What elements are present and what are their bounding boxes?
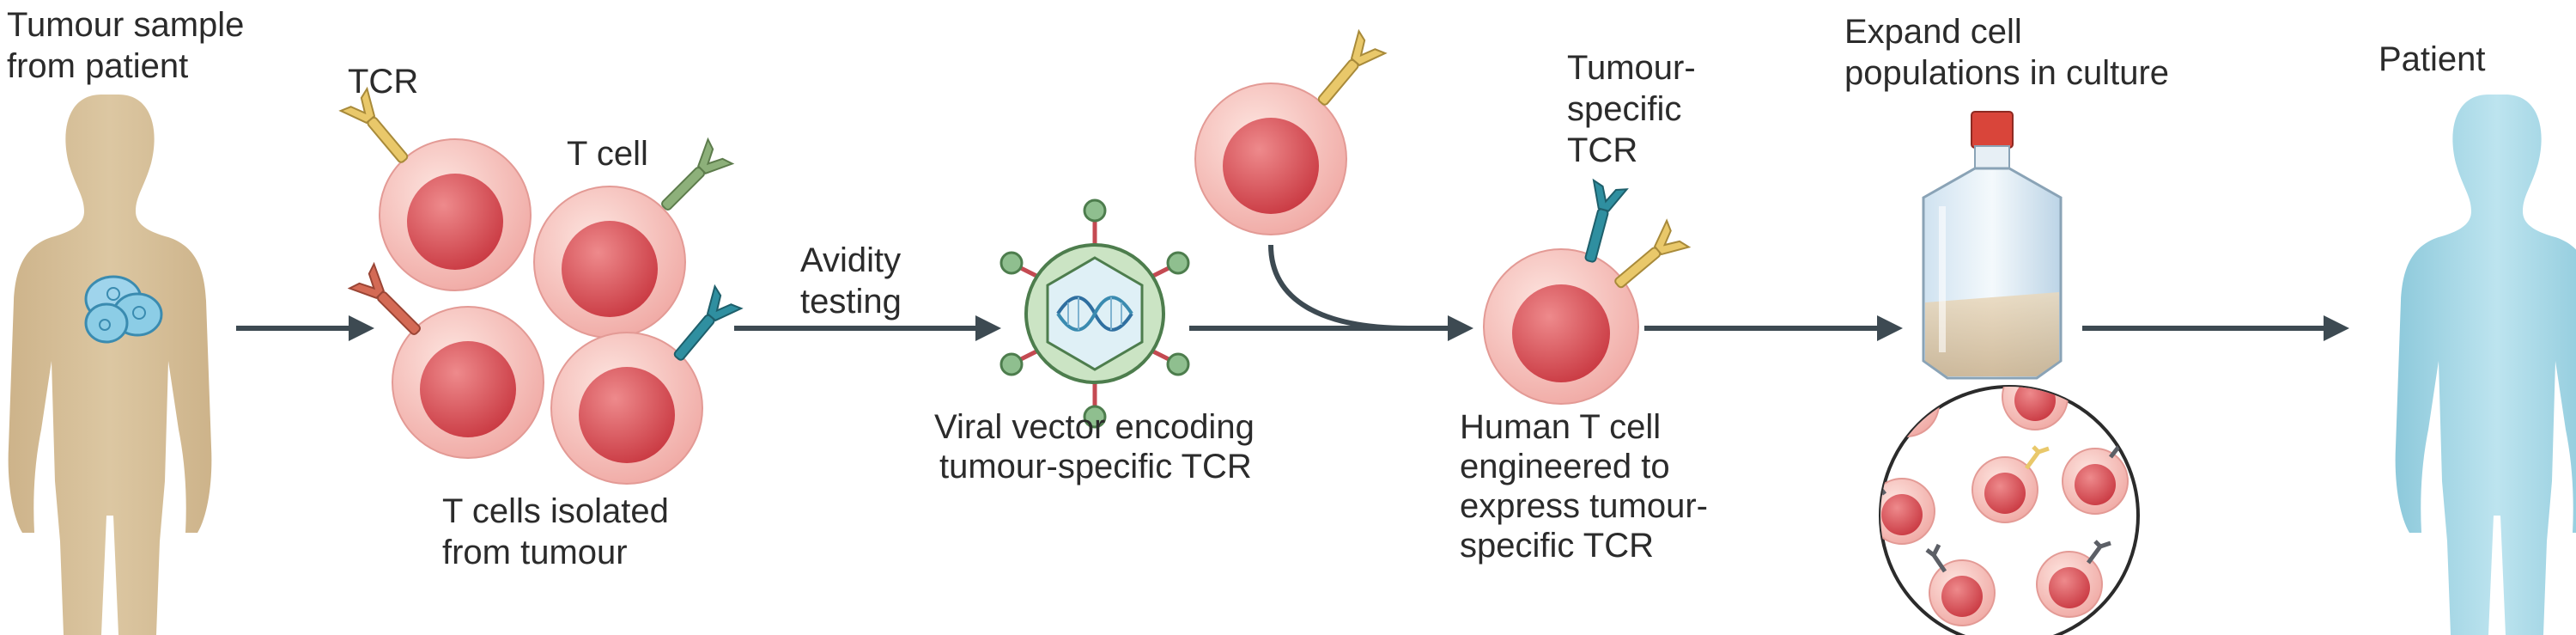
t-cell	[392, 306, 544, 459]
culture-cell	[1880, 478, 1935, 545]
label-avidity-line1: Avidity	[800, 241, 901, 279]
virus-spike-heads	[999, 198, 1190, 429]
label-avidity-line2: testing	[800, 283, 902, 321]
label-t-cell: T cell	[567, 135, 648, 173]
label-patient: Patient	[2379, 40, 2486, 78]
label-t-cells-isolated-line2: from tumour	[442, 534, 628, 571]
culture-cell	[1880, 387, 1940, 437]
arrow-tcell-curve	[1268, 244, 1409, 331]
tcr-receptor-yellow	[1317, 28, 1388, 106]
label-tcr: TCR	[348, 63, 418, 101]
label-tumour-sample-line2: from patient	[7, 47, 188, 85]
dna-helix	[1056, 296, 1133, 332]
label-engineered-line3: express tumour-	[1460, 487, 1708, 525]
tcr-receptor-green	[661, 137, 735, 211]
label-tumour-specific-tcr-line3: TCR	[1567, 131, 1637, 169]
t-cell-cluster	[338, 86, 744, 485]
label-engineered-line1: Human T cell	[1460, 408, 1661, 446]
culture-cell	[1971, 456, 2038, 523]
flask-medium	[1925, 292, 2059, 376]
diagram-labels: Tumour sample from patient TCR T cell T …	[7, 6, 2486, 571]
tumour-cells	[84, 275, 163, 344]
t-cell	[550, 332, 703, 485]
viral-vector	[999, 198, 1190, 429]
engineered-t-cell	[1483, 178, 1692, 405]
label-tumour-specific-tcr-line1: Tumour-	[1567, 49, 1696, 87]
culture-magnified-view	[1879, 385, 2140, 635]
t-cell	[379, 138, 532, 291]
label-engineered-line2: engineered to	[1460, 448, 1670, 485]
tcr-receptor-yellow	[338, 86, 409, 163]
culture-cell	[1929, 559, 1996, 626]
donor-body-shape	[8, 95, 212, 635]
flask-cap	[1971, 111, 2014, 149]
incoming-t-cell	[1194, 28, 1388, 235]
label-viral-vector-line1: Viral vector encoding	[934, 408, 1255, 446]
label-tumour-sample-line1: Tumour sample	[7, 6, 244, 44]
label-tumour-specific-tcr-line2: specific	[1567, 90, 1681, 128]
tcr-receptor-teal	[673, 284, 744, 361]
culture-cell	[2062, 448, 2129, 515]
label-viral-vector-line2: tumour-specific TCR	[939, 448, 1252, 485]
tcr-receptor-yellow	[1614, 218, 1692, 289]
process-arrows	[236, 244, 2349, 341]
label-engineered-line4: specific TCR	[1460, 527, 1654, 565]
t-cell	[533, 186, 686, 339]
tcr-receptor-red	[347, 261, 421, 335]
culture-cell	[2036, 551, 2103, 618]
culture-flask	[1922, 111, 2063, 380]
label-expand-line1: Expand cell	[1844, 13, 2022, 51]
tumour-specific-tcr-receptor	[1584, 178, 1629, 263]
patient-body-figure	[2395, 95, 2576, 635]
label-expand-line2: populations in culture	[1844, 54, 2169, 92]
label-t-cells-isolated-line1: T cells isolated	[442, 492, 669, 530]
donor-body-figure	[8, 95, 212, 635]
flask-neck	[1974, 145, 2010, 169]
patient-body-shape	[2395, 95, 2576, 635]
